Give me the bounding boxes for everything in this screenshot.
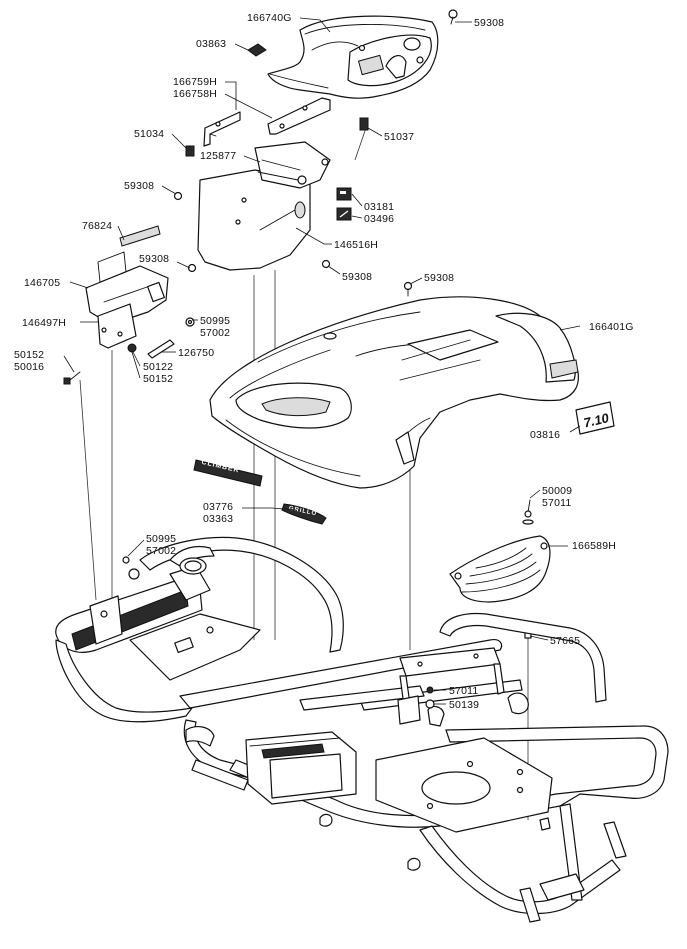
- screw-59308-a: [173, 191, 183, 201]
- label-51034: 51034: [134, 128, 164, 140]
- model-decal-03816: 7.10: [575, 401, 615, 435]
- label-166401G: 166401G: [589, 321, 634, 333]
- label-51037: 51037: [384, 131, 414, 143]
- bolt-50016: [63, 371, 81, 385]
- emblem-03776: CLIMBER: [193, 459, 263, 487]
- assembly-guide-lines: [79, 124, 529, 820]
- label-57002-b: 57002: [146, 545, 176, 557]
- screw-59308-b: [187, 263, 197, 273]
- washer-57011-b: [425, 686, 435, 709]
- body-hood-part: [209, 296, 579, 489]
- label-50995-b: 50995: [146, 533, 176, 545]
- label-50152-a: 50152: [14, 349, 44, 361]
- label-59308-a: 59308: [124, 180, 154, 192]
- label-166759H: 166759H: [173, 76, 217, 88]
- label-03816: 03816: [530, 429, 560, 441]
- chassis-frame: [55, 536, 669, 923]
- washer-50995-a: [185, 317, 195, 327]
- spring-51037: [359, 117, 369, 131]
- seat-cover-part: [267, 15, 439, 99]
- label-146516H: 146516H: [334, 239, 378, 251]
- seat-bracket-right: [267, 97, 331, 135]
- label-03776: 03776: [203, 501, 233, 513]
- seat-bracket-left: [203, 111, 241, 147]
- label-146497H: 146497H: [22, 317, 66, 329]
- label-50152-b: 50152: [143, 373, 173, 385]
- label-166758H: 166758H: [173, 88, 217, 100]
- label-50139: 50139: [449, 699, 479, 711]
- washer-50995-b: [122, 556, 140, 580]
- fender-166589H: [449, 535, 551, 603]
- decal-03496: [336, 207, 352, 221]
- emblem-03363: GRILLO: [281, 503, 327, 525]
- strip-76824: [119, 225, 161, 247]
- label-166589H: 166589H: [572, 540, 616, 552]
- label-57011-b: 57011: [449, 685, 478, 697]
- label-57665: 57665: [550, 635, 580, 647]
- label-59308-c: 59308: [342, 271, 372, 283]
- seat-support-panel: [197, 141, 331, 271]
- label-50016: 50016: [14, 361, 44, 373]
- decal-03181: [336, 187, 352, 201]
- part-number-labels: 166740G 59308 03863 166759H 166758H 5103…: [14, 12, 634, 711]
- screw-59308-top: [448, 9, 458, 25]
- bolt-50009: [522, 499, 534, 525]
- mount-bracket-146705: [85, 251, 169, 349]
- emblem-short-text: GRILLO: [288, 506, 317, 518]
- label-57002-a: 57002: [200, 327, 230, 339]
- label-50009: 50009: [542, 485, 572, 497]
- label-146705: 146705: [24, 277, 60, 289]
- screw-59308-d: [403, 281, 413, 297]
- screw-59308-c: [321, 259, 331, 269]
- label-57011-a: 57011: [542, 497, 571, 509]
- leader-lines: [63, 17, 581, 705]
- label-50995-a: 50995: [200, 315, 230, 327]
- label-125877: 125877: [200, 150, 236, 162]
- label-76824: 76824: [82, 220, 112, 232]
- label-59308-b: 59308: [139, 253, 169, 265]
- model-decal-text: 7.10: [582, 410, 611, 430]
- decal-03863: [247, 43, 267, 57]
- label-03496: 03496: [364, 213, 394, 225]
- nut-51034: [185, 145, 195, 157]
- label-03181: 03181: [364, 201, 394, 213]
- label-126750: 126750: [178, 347, 214, 359]
- pin-126750: [147, 339, 175, 359]
- label-03363: 03363: [203, 513, 233, 525]
- label-03863: 03863: [196, 38, 226, 50]
- label-166740G: 166740G: [247, 12, 292, 24]
- label-59308-top: 59308: [474, 17, 504, 29]
- label-50122: 50122: [143, 361, 173, 373]
- label-59308-d: 59308: [424, 272, 454, 284]
